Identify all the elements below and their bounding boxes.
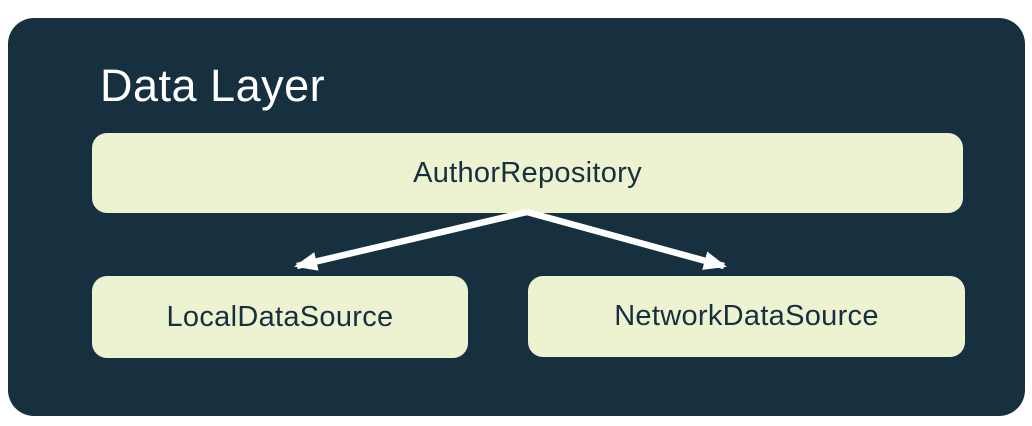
diagram-title: Data Layer <box>100 60 326 111</box>
node-local-data-source-label: LocalDataSource <box>166 300 394 333</box>
node-network-data-source-label: NetworkDataSource <box>614 300 879 332</box>
node-author-repository: AuthorRepository <box>92 133 963 213</box>
node-network-data-source: NetworkDataSource <box>528 276 965 357</box>
node-author-repository-label: AuthorRepository <box>413 156 642 189</box>
node-local-data-source: LocalDataSource <box>92 276 468 358</box>
